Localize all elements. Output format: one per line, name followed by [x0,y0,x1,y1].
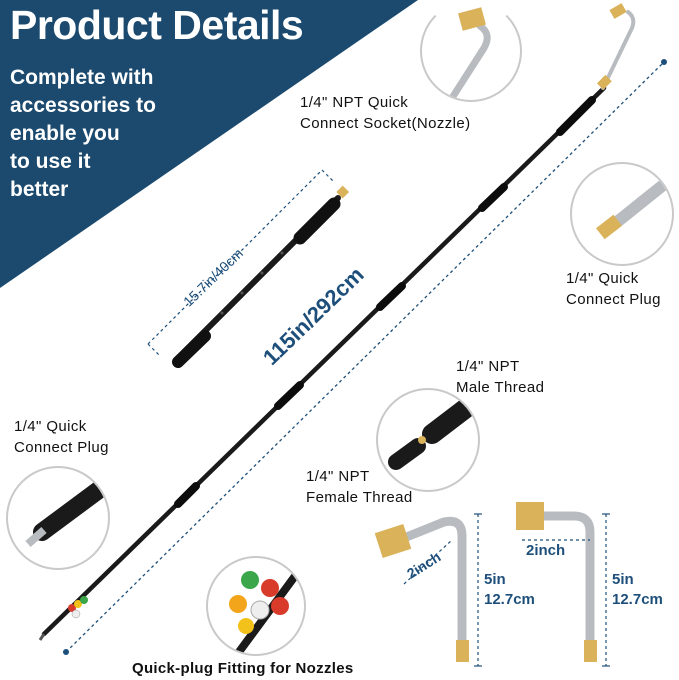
plug-left-detail-circle [6,466,110,570]
nozzles-detail-circle [206,556,306,656]
female-thread-label: 1/4" NPT Female Thread [306,468,413,506]
blurb-line: to use it [10,150,91,173]
blurb-line: enable you [10,122,120,145]
nozzles-label: Quick-plug Fitting for Nozzles [132,660,354,677]
short-wand-grip [172,330,211,368]
total-length-dimension-line [65,61,665,653]
male-thread-label: 1/4" NPT Male Thread [456,358,545,396]
right-elbow-tube [540,511,595,640]
blurb-line: accessories to [10,94,156,117]
page-title: Product Details [10,2,304,48]
plug-right-label: 1/4" Quick Connect Plug [566,270,661,308]
left-elbow-height-label: 5in 12.7cm [484,571,535,608]
wand-handle-icon [25,477,108,548]
thread-detail-circle [376,388,480,492]
right-elbow-plug [584,640,597,662]
long-wand-tube [41,85,607,637]
plug-left-label: 1/4" Quick Connect Plug [14,418,109,456]
short-wand-dimension-line [147,169,323,345]
banner-shape [0,0,418,288]
short-wand-grip [293,197,341,245]
plug-right-detail-circle [570,162,674,266]
socket-detail-circle [420,0,522,102]
left-elbow-tube [402,516,467,640]
dimension-endpoint [63,649,69,655]
right-elbow-socket [516,502,544,530]
blurb-line: better [10,178,69,201]
quick-connect-plug-icon [596,172,672,240]
thread-coupler-icon [388,392,478,470]
blurb-line: Complete with [10,66,154,89]
nozzle-tips-icon [229,569,302,654]
dimension-endpoint [661,59,667,65]
wand-brass-fitting [596,74,612,90]
header-blurb: Complete with accessories to enable you … [10,64,156,204]
nozzle-elbow-icon [448,7,491,100]
socket-label: 1/4" NPT Quick Connect Socket(Nozzle) [300,94,471,132]
left-elbow-plug [456,640,469,662]
left-elbow-socket [374,524,412,558]
right-elbow-height-label: 5in 12.7cm [612,571,663,608]
wand-tip-socket [609,3,627,19]
right-elbow-width-label: 2inch [526,542,566,559]
wand-tip-elbow [601,10,636,90]
